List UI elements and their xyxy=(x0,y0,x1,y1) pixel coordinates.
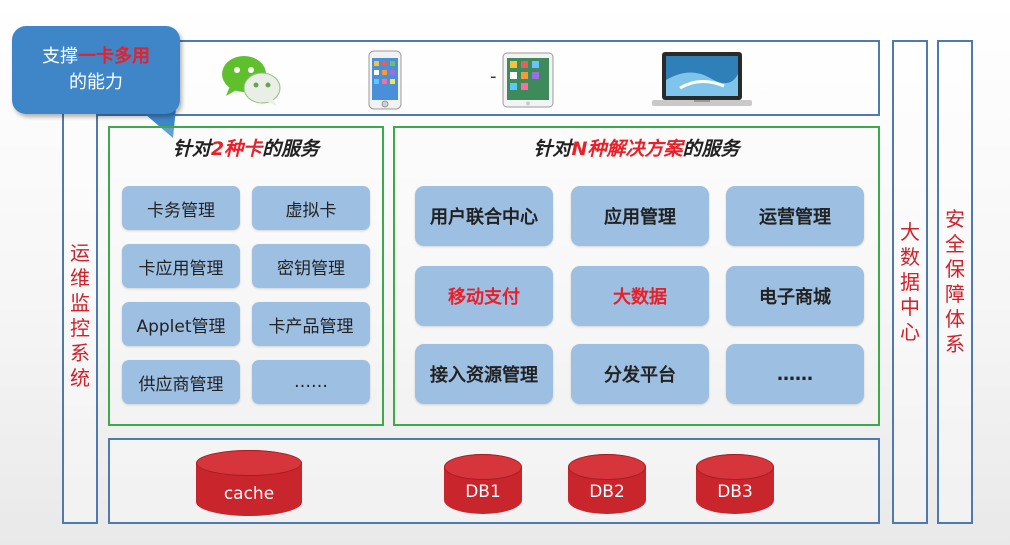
title-prefix: 针对 xyxy=(172,138,211,160)
security-char: 安 xyxy=(945,207,965,231)
device-row: - xyxy=(98,40,880,116)
cache-label: cache xyxy=(223,484,275,504)
callout-bubble: 支撑一卡多用 的能力 xyxy=(12,26,180,114)
bigdata-char: 数 xyxy=(900,244,920,269)
bigdata-char: 中 xyxy=(900,294,920,319)
card-services-title: 针对2种卡的服务 xyxy=(110,134,382,161)
ops-char: 运 xyxy=(70,241,90,265)
security-char: 保 xyxy=(945,257,965,281)
service-more[interactable]: …… xyxy=(252,360,370,404)
storage-row: cache DB1 DB2 DB3 xyxy=(108,438,880,524)
service-user-federation[interactable]: 用户联合中心 xyxy=(415,186,553,246)
big-data-center-bar: 大 数 据 中 心 xyxy=(892,40,928,524)
card-services-box: 针对2种卡的服务 卡务管理 虚拟卡 卡应用管理 密钥管理 Applet管理 卡产… xyxy=(108,126,384,426)
service-distribution-platform[interactable]: 分发平台 xyxy=(571,344,709,404)
bigdata-char: 大 xyxy=(900,219,920,244)
device-separator: - xyxy=(490,66,497,87)
service-more[interactable]: …… xyxy=(726,344,864,404)
db2-cylinder: DB2 xyxy=(568,454,646,514)
db1-cylinder: DB1 xyxy=(444,454,522,514)
service-app-management[interactable]: 应用管理 xyxy=(571,186,709,246)
tablet-icon xyxy=(502,52,554,108)
wechat-icon xyxy=(222,56,281,106)
security-char: 体 xyxy=(945,307,965,331)
security-system-bar: 安 全 保 障 体 系 xyxy=(937,40,973,524)
smartphone-icon xyxy=(368,50,402,110)
security-char: 障 xyxy=(945,282,965,306)
title-suffix: 的服务 xyxy=(682,138,740,160)
security-char: 系 xyxy=(945,332,965,356)
service-e-mall[interactable]: 电子商城 xyxy=(726,266,864,326)
callout-line2: 的能力 xyxy=(69,72,123,93)
callout-highlight: 一卡多用 xyxy=(78,46,150,67)
title-highlight: N种解决方案 xyxy=(571,138,683,160)
bigdata-char: 心 xyxy=(900,319,920,344)
db3-label: DB3 xyxy=(717,482,753,502)
service-key-management[interactable]: 密钥管理 xyxy=(252,244,370,288)
service-card-product-management[interactable]: 卡产品管理 xyxy=(252,302,370,346)
ops-char: 维 xyxy=(70,266,90,290)
callout-line1: 支撑一卡多用 xyxy=(42,44,150,70)
service-card-management[interactable]: 卡务管理 xyxy=(122,186,240,230)
service-supplier-management[interactable]: 供应商管理 xyxy=(122,360,240,404)
cache-cylinder: cache xyxy=(196,450,302,516)
security-char: 全 xyxy=(945,232,965,256)
title-highlight: 2种卡 xyxy=(210,138,263,160)
bigdata-char: 据 xyxy=(900,269,920,294)
service-access-resource-management[interactable]: 接入资源管理 xyxy=(415,344,553,404)
service-mobile-payment[interactable]: 移动支付 xyxy=(415,266,553,326)
ops-char: 监 xyxy=(70,291,90,315)
service-card-app-management[interactable]: 卡应用管理 xyxy=(122,244,240,288)
ops-char: 控 xyxy=(70,316,90,340)
laptop-icon xyxy=(652,52,752,106)
service-big-data[interactable]: 大数据 xyxy=(571,266,709,326)
callout-prefix: 支撑 xyxy=(42,46,78,67)
service-operations-management[interactable]: 运营管理 xyxy=(726,186,864,246)
solution-services-box: 针对N种解决方案的服务 用户联合中心 应用管理 运营管理 移动支付 大数据 电子… xyxy=(393,126,880,426)
ops-char: 统 xyxy=(70,366,90,390)
db2-label: DB2 xyxy=(589,482,625,502)
db3-cylinder: DB3 xyxy=(696,454,774,514)
service-virtual-card[interactable]: 虚拟卡 xyxy=(252,186,370,230)
ops-char: 系 xyxy=(70,341,90,365)
title-prefix: 针对 xyxy=(533,138,572,160)
title-suffix: 的服务 xyxy=(262,138,320,160)
service-applet-management[interactable]: Applet管理 xyxy=(122,302,240,346)
db1-label: DB1 xyxy=(465,482,501,502)
solution-services-title: 针对N种解决方案的服务 xyxy=(395,134,878,161)
ops-monitoring-bar: 运 维 监 控 系 统 xyxy=(62,108,98,524)
